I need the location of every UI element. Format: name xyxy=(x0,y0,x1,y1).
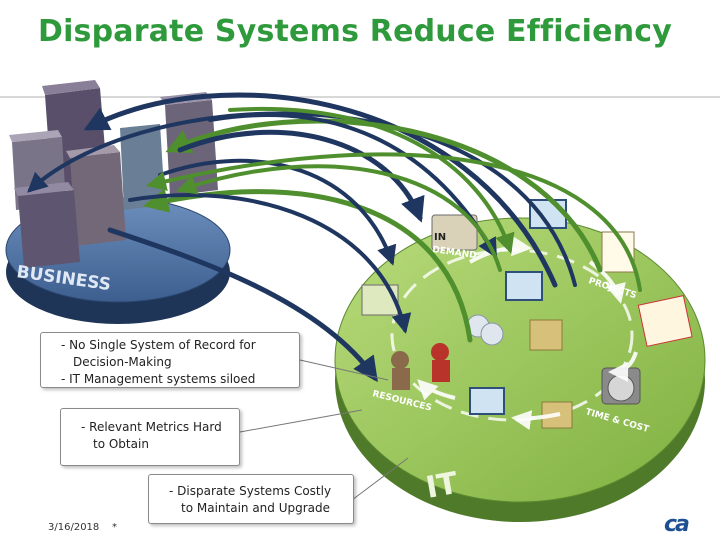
document-icon xyxy=(361,284,399,316)
arrow-navy xyxy=(158,158,397,266)
monitor-icon xyxy=(469,387,505,415)
arrow-navy xyxy=(83,92,558,288)
arrow-navy xyxy=(128,193,412,334)
slide-title: Disparate Systems Reduce Efficiency xyxy=(37,14,673,49)
callout-item: - No Single System of Record for Decisio… xyxy=(61,338,256,369)
callout-system-of-record: - No Single System of Record for Decisio… xyxy=(40,332,300,388)
folder-icon xyxy=(529,319,563,351)
callout-leaders xyxy=(239,359,409,501)
callout-metrics: - Relevant Metrics Hard to Obtain xyxy=(60,408,240,466)
person-icon xyxy=(431,343,449,361)
it-disc-label: IT xyxy=(423,466,461,506)
arrow-green xyxy=(165,118,603,273)
arrow-green xyxy=(228,107,515,254)
monitor-icon xyxy=(505,271,543,301)
arrow-navy xyxy=(208,113,497,259)
arrow-navy xyxy=(107,227,378,383)
arrow-navy xyxy=(177,129,425,223)
in-tray-label: IN xyxy=(434,232,446,243)
footer-date: 3/16/2018 xyxy=(48,522,100,533)
callout-item: - Disparate Systems Costly to Maintain a… xyxy=(169,484,332,515)
in-tray-icon xyxy=(431,214,478,251)
callout-costly-systems: - Disparate Systems Costly to Maintain a… xyxy=(148,474,354,524)
connection-arrows xyxy=(27,92,642,383)
ca-logo: ca xyxy=(664,512,690,537)
clock-face-icon xyxy=(607,374,635,402)
it-disc xyxy=(334,217,706,522)
arrow-green xyxy=(146,152,642,292)
callout-item: - IT Management systems siloed xyxy=(61,372,256,386)
note-icon xyxy=(637,295,693,347)
footer-page-marker: * xyxy=(112,522,117,533)
person-icon xyxy=(392,368,410,390)
person-icon xyxy=(391,351,409,369)
arrow-green xyxy=(176,164,502,272)
cd-icon xyxy=(480,322,504,346)
callout-item: - Relevant Metrics Hard to Obtain xyxy=(81,420,222,451)
title-divider xyxy=(0,96,720,98)
person-icon xyxy=(432,360,450,382)
